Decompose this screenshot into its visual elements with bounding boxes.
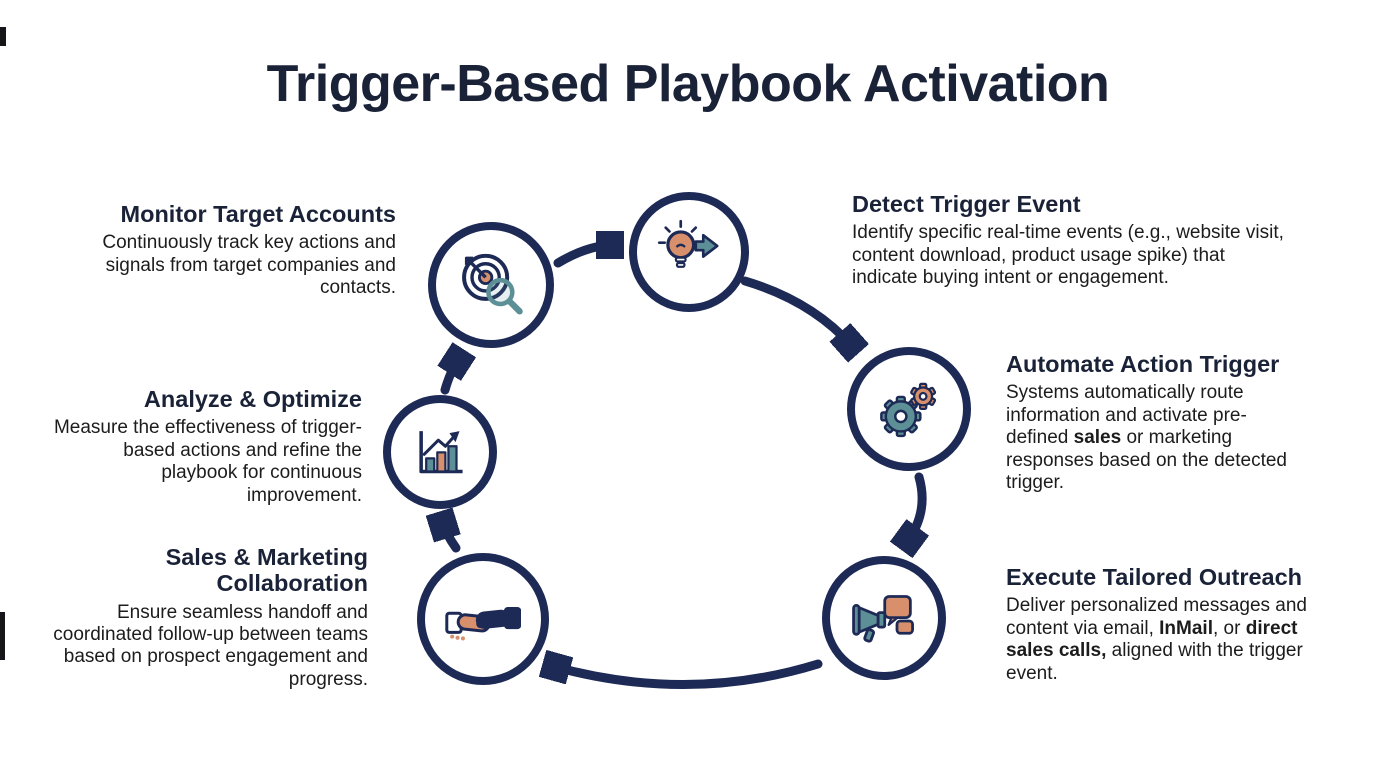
step-description: Ensure seamless handoff and coordinated … xyxy=(53,601,368,690)
arrow-collaboration-to-analyze xyxy=(442,521,456,553)
step-text-collaboration: Sales & Marketing Collaboration Ensure s… xyxy=(52,544,368,691)
arrow-detect-to-automate xyxy=(740,276,852,346)
gears-icon xyxy=(880,383,937,438)
step-text-analyze: Analyze & Optimize Measure the effective… xyxy=(48,386,362,507)
bar-chart-growth-icon xyxy=(419,430,463,473)
step-node-analyze xyxy=(383,395,497,509)
step-description: Systems automatically route information … xyxy=(1006,382,1287,493)
step-description: Measure the effectiveness of trigger-bas… xyxy=(53,417,362,506)
step-heading: Detect Trigger Event xyxy=(852,191,1081,217)
lightbulb-arrow-icon xyxy=(657,219,719,268)
step-text-execute: Execute Tailored Outreach Deliver person… xyxy=(1006,564,1318,685)
step-text-monitor: Monitor Target Accounts Continuously tra… xyxy=(58,201,396,300)
step-heading: Execute Tailored Outreach xyxy=(1006,564,1303,590)
step-node-detect xyxy=(629,192,749,312)
step-description: Identify specific real-time events (e.g.… xyxy=(852,222,1284,289)
step-description: Deliver personalized messages and conten… xyxy=(1006,595,1307,684)
step-node-monitor xyxy=(428,222,554,348)
step-heading: Monitor Target Accounts xyxy=(120,201,396,227)
step-text-detect: Detect Trigger Event Identify specific r… xyxy=(852,191,1288,290)
step-heading: Automate Action Trigger xyxy=(1006,351,1280,377)
step-heading: Analyze & Optimize xyxy=(143,386,362,412)
step-node-execute xyxy=(822,556,946,680)
arrow-analyze-to-monitor xyxy=(445,358,459,395)
edge-artifact-top xyxy=(0,27,6,46)
step-text-automate: Automate Action Trigger Systems automati… xyxy=(1006,351,1306,494)
megaphone-chat-icon xyxy=(852,595,915,643)
arrow-automate-to-execute xyxy=(907,472,922,542)
step-heading: Sales & Marketing Collaboration xyxy=(165,544,368,597)
page-title: Trigger-Based Playbook Activation xyxy=(266,55,1110,113)
target-magnifier-icon xyxy=(461,253,523,315)
arrow-execute-to-collaboration xyxy=(552,664,823,689)
step-node-automate xyxy=(847,347,971,471)
arrow-monitor-to-detect xyxy=(553,245,614,268)
handshake-icon xyxy=(445,606,521,641)
edge-artifact-bottom xyxy=(0,612,5,660)
step-node-collaboration xyxy=(417,553,549,685)
step-description: Continuously track key actions and signa… xyxy=(102,232,396,299)
